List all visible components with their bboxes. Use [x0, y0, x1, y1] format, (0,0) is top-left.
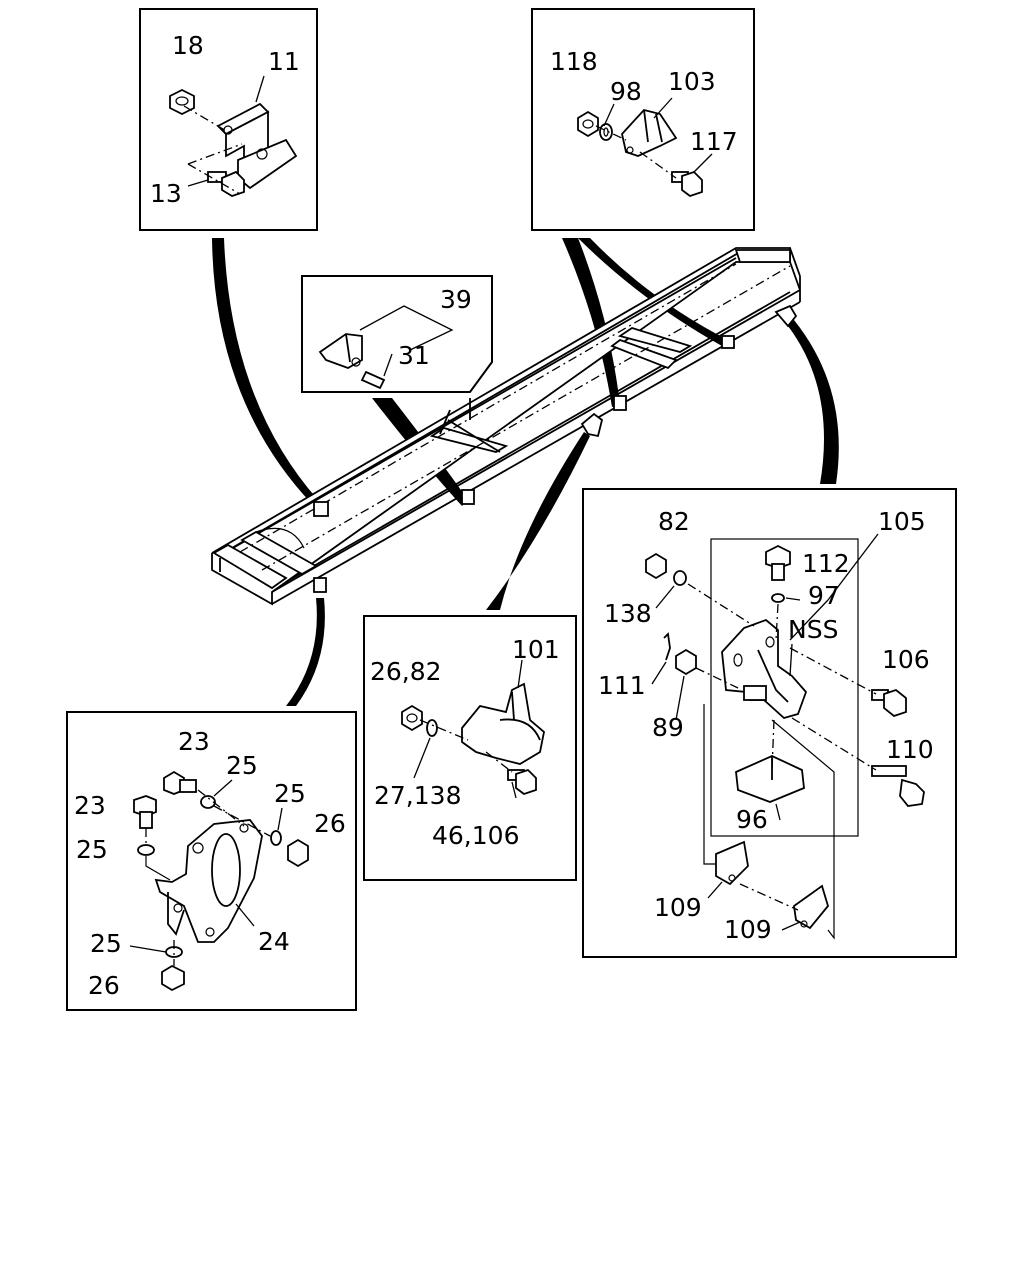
frame-right-rail-2	[271, 301, 801, 605]
bolt-112-icon	[765, 544, 791, 581]
pin-111-icon	[663, 632, 671, 661]
frame-rail-edge-2	[231, 251, 741, 549]
washer-25b-icon	[270, 830, 282, 846]
washer-98-icon	[599, 123, 613, 141]
bolt-13-icon	[207, 170, 245, 197]
frame-bracket-d	[721, 335, 735, 349]
callout-26-a: 26	[314, 809, 346, 838]
callout-nss: NSS	[788, 615, 838, 644]
connector-arc-box2a	[562, 238, 620, 407]
callout-105: 105	[878, 507, 926, 536]
bracket-24-icon	[154, 819, 263, 943]
nut-26-82-icon	[401, 704, 423, 732]
callout-98: 98	[610, 77, 642, 106]
callout-111: 111	[598, 671, 646, 700]
nut-26a-icon	[287, 838, 309, 868]
frame-right-rail	[271, 289, 801, 593]
callout-89: 89	[652, 713, 684, 742]
callout-112: 112	[802, 549, 850, 578]
nut-118-icon	[577, 110, 599, 138]
callout-24: 24	[258, 927, 290, 956]
bracket-103-icon	[621, 108, 678, 157]
connector-arc-box6	[286, 598, 325, 706]
callout-11: 11	[268, 47, 300, 76]
connector-arc-box5	[788, 320, 839, 484]
frame-bracket-c	[613, 395, 627, 411]
callout-26-82: 26,82	[370, 657, 442, 686]
callout-110: 110	[886, 735, 934, 764]
washer-27-138-icon	[426, 719, 438, 737]
plate-109a-icon	[715, 840, 749, 886]
callout-25-a: 25	[226, 751, 258, 780]
frame-hook-b	[774, 304, 798, 328]
callout-labels: 18 11 13 118 98 103 117 39 31 82 105 112…	[74, 31, 934, 1000]
callout-96: 96	[736, 805, 768, 834]
box-bracket-11	[139, 8, 318, 231]
washer-97-icon	[771, 593, 785, 603]
callout-23-b: 23	[74, 791, 106, 820]
bolt-110-icon	[871, 765, 925, 807]
crossmember-3	[617, 327, 693, 353]
nut-26b-icon	[161, 964, 185, 992]
bolt-23b-icon	[133, 795, 157, 829]
callout-25-b: 25	[274, 779, 306, 808]
callout-82: 82	[658, 507, 690, 536]
washer-25a-icon	[200, 795, 216, 809]
callout-109-a: 109	[654, 893, 702, 922]
frame-bracket-e	[313, 577, 327, 593]
frame-hook-a	[580, 412, 604, 438]
rear-crossmember	[734, 249, 791, 263]
coupler-nss-icon	[721, 618, 808, 720]
inner-assembly-frame	[710, 538, 859, 837]
box-bracket-24	[66, 711, 357, 1011]
callout-27-138: 27,138	[374, 781, 461, 810]
nut-82-icon	[645, 552, 667, 580]
callout-31: 31	[398, 341, 430, 370]
bracket-101-icon	[461, 682, 545, 765]
callout-118: 118	[550, 47, 598, 76]
washer-25c-icon	[137, 844, 155, 856]
callout-25-c: 25	[76, 835, 108, 864]
frame-right-rail-3	[285, 291, 791, 583]
bolt-23a-icon	[163, 770, 197, 795]
connector-arc-box1	[212, 238, 318, 504]
crossmember-4	[610, 338, 678, 370]
connector-arc-box4	[486, 432, 590, 610]
callout-117: 117	[690, 127, 738, 156]
frame-bracket-b	[461, 489, 475, 505]
crossmember-2	[429, 427, 509, 453]
callout-23-a: 23	[178, 727, 210, 756]
callout-13: 13	[150, 179, 182, 208]
box-bracket-39	[301, 275, 493, 393]
bracket-11-icon	[216, 102, 298, 190]
callout-18: 18	[172, 31, 204, 60]
bracket-39-icon	[318, 333, 363, 369]
washer-138-icon	[673, 570, 687, 586]
frame-centerline-2	[261, 265, 791, 571]
callout-138: 138	[604, 599, 652, 628]
box-bracket-101	[363, 615, 577, 881]
callout-39: 39	[440, 285, 472, 314]
front-crossmember	[212, 543, 288, 590]
callout-103: 103	[668, 67, 716, 96]
connector-arc-box2b	[578, 238, 728, 346]
callout-109-b: 109	[724, 915, 772, 944]
nut-89-icon	[675, 648, 697, 676]
bolt-46-106-icon	[507, 768, 537, 796]
callout-101: 101	[512, 635, 560, 664]
frame-bracket-a	[313, 501, 329, 517]
callout-26-b: 26	[88, 971, 120, 1000]
bolt-106-icon	[871, 688, 907, 718]
truck-frame	[211, 247, 801, 606]
callout-46-106: 46,106	[432, 821, 519, 850]
box-bracket-103	[531, 8, 755, 231]
callout-25-d: 25	[90, 929, 122, 958]
pin-31-icon	[360, 370, 386, 390]
callout-97: 97	[808, 581, 840, 610]
callout-106: 106	[882, 645, 930, 674]
plate-109b-icon	[793, 884, 829, 930]
box-coupler-105	[582, 488, 957, 958]
crossmember-1	[240, 530, 318, 576]
